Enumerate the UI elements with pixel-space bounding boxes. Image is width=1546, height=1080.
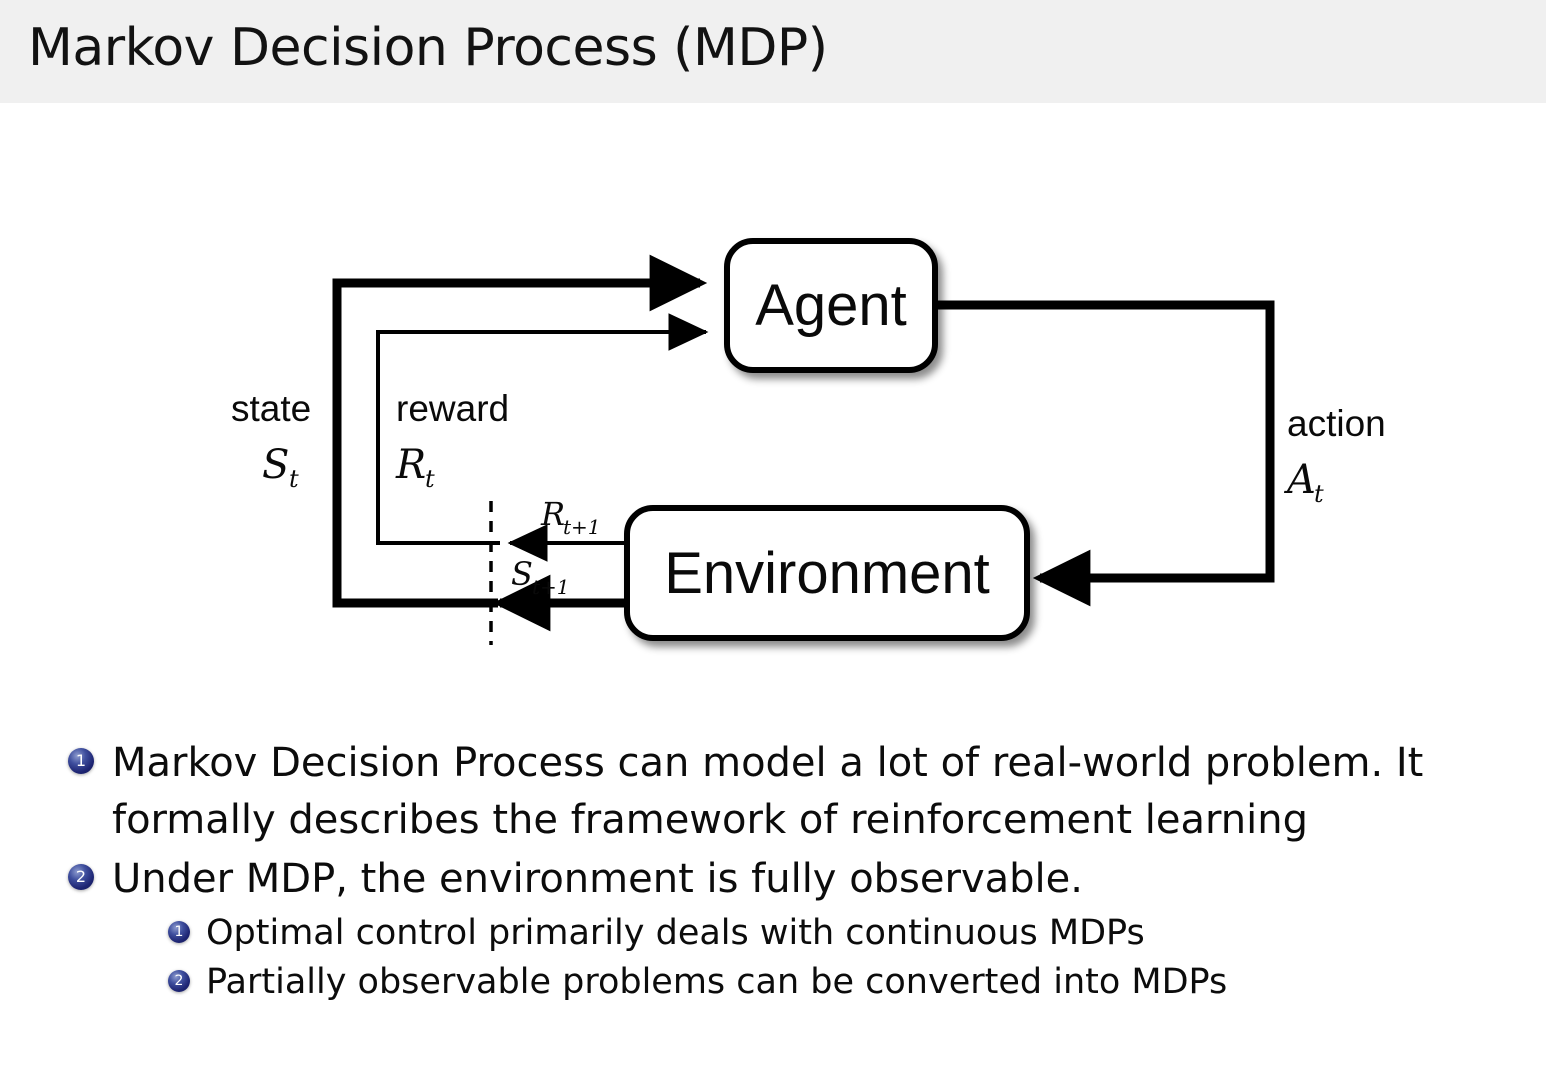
state-next-subscript: t+1 bbox=[532, 575, 570, 599]
environment-node-label: Environment bbox=[664, 541, 990, 606]
bullet-number-badge: 2 bbox=[68, 863, 94, 890]
state-label: state S t bbox=[231, 388, 311, 493]
bullet-text-line1: Markov Decision Process can model a lot … bbox=[112, 740, 1424, 786]
bullet-text-line2: formally describes the framework of rein… bbox=[112, 796, 1308, 843]
environment-node: Environment bbox=[624, 505, 1030, 641]
sub-bullet-number-badge: 1 bbox=[168, 921, 190, 944]
action-word: action bbox=[1287, 403, 1386, 444]
bullet-text-line1: Under MDP, the environment is fully obse… bbox=[112, 855, 1083, 902]
bullet-number-badge: 1 bbox=[68, 748, 94, 774]
reward-symbol-subscript: t bbox=[425, 465, 435, 493]
sub-list-item: 2 Partially observable problems can be c… bbox=[0, 958, 1546, 1006]
bullet-text: Markov Decision Process can model a lot … bbox=[112, 735, 1423, 849]
list-item: 1 Markov Decision Process can model a lo… bbox=[0, 735, 1546, 849]
page-title: Markov Decision Process (MDP) bbox=[28, 18, 828, 78]
mdp-agent-environment-diagram: Agent Environment state S t reward R t a… bbox=[0, 103, 1546, 713]
action-label: action A t bbox=[1283, 403, 1386, 508]
state-word: state bbox=[231, 388, 311, 429]
sub-list-item: 1 Optimal control primarily deals with c… bbox=[0, 909, 1546, 957]
sub-bullet-number-badge: 2 bbox=[168, 969, 190, 992]
sub-bullet-text: Partially observable problems can be con… bbox=[206, 961, 1228, 1002]
reward-label: reward R t bbox=[395, 388, 509, 493]
sub-bullet-text: Optimal control primarily deals with con… bbox=[206, 913, 1145, 954]
bullet-text: Under MDP, the environment is fully obse… bbox=[112, 851, 1083, 908]
action-symbol: A bbox=[1283, 457, 1316, 503]
reward-word: reward bbox=[396, 388, 509, 429]
list-item: 2 Under MDP, the environment is fully ob… bbox=[0, 851, 1546, 908]
action-flow-path bbox=[935, 300, 1275, 607]
reward-next-label: R t+1 bbox=[540, 495, 601, 539]
action-symbol-subscript: t bbox=[1314, 480, 1324, 508]
agent-node: Agent bbox=[724, 238, 938, 373]
reward-next-subscript: t+1 bbox=[563, 515, 601, 539]
bullet-list: 1 Markov Decision Process can model a lo… bbox=[0, 735, 1546, 1006]
agent-node-label: Agent bbox=[755, 273, 907, 338]
title-bar: Markov Decision Process (MDP) bbox=[0, 0, 1546, 103]
state-symbol: S bbox=[262, 442, 289, 488]
state-symbol-subscript: t bbox=[289, 465, 299, 493]
reward-next-symbol: R bbox=[540, 495, 565, 533]
state-next-label: S t+1 bbox=[511, 555, 570, 599]
reward-symbol: R bbox=[395, 442, 426, 488]
state-next-symbol: S bbox=[511, 555, 533, 593]
